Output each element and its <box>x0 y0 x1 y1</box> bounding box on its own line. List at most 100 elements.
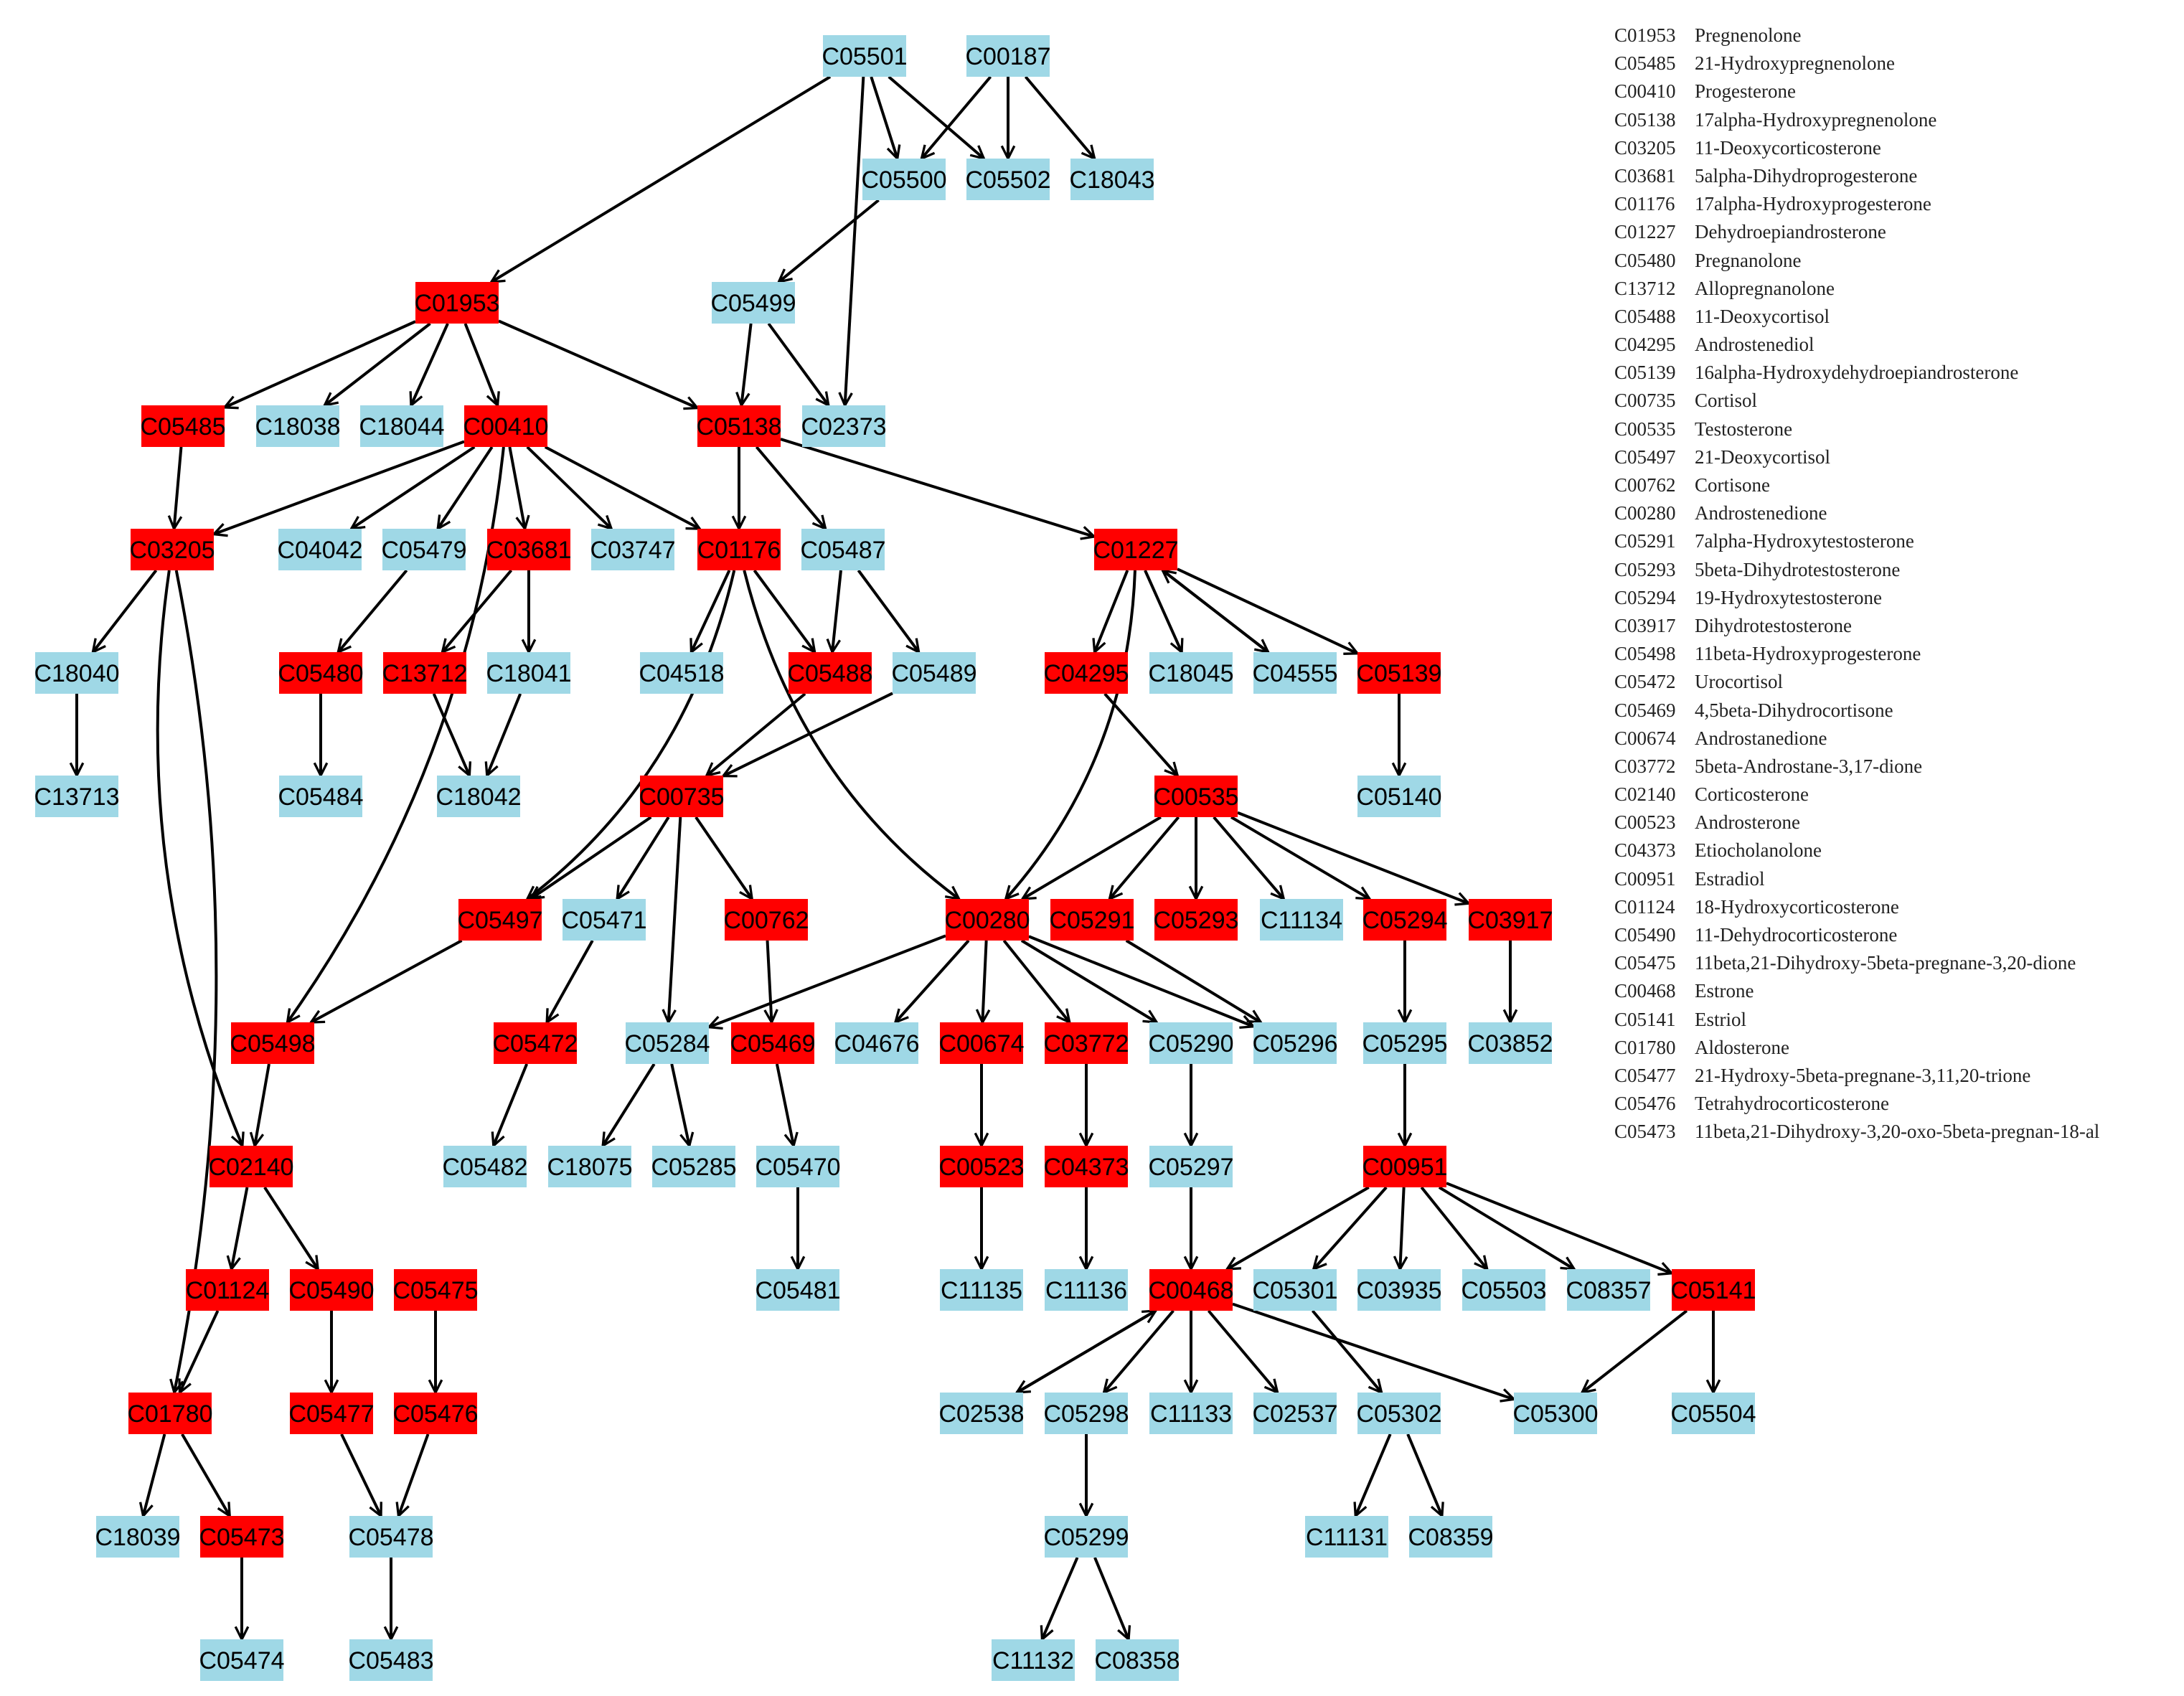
node-C18039[interactable]: C18039 <box>95 1516 181 1558</box>
node-C05477[interactable]: C05477 <box>288 1393 375 1434</box>
node-C03917[interactable]: C03917 <box>1467 899 1553 941</box>
node-C03205[interactable]: C03205 <box>129 529 215 570</box>
node-C05301[interactable]: C05301 <box>1252 1269 1338 1311</box>
node-C05141[interactable]: C05141 <box>1670 1269 1756 1311</box>
node-C05296[interactable]: C05296 <box>1252 1022 1338 1064</box>
node-C05500[interactable]: C05500 <box>861 159 947 200</box>
node-C05140[interactable]: C05140 <box>1356 776 1442 817</box>
node-C05469[interactable]: C05469 <box>730 1022 816 1064</box>
node-C13712[interactable]: C13712 <box>382 652 468 694</box>
node-C18043[interactable]: C18043 <box>1069 159 1155 200</box>
node-C05294[interactable]: C05294 <box>1362 899 1448 941</box>
node-C01953[interactable]: C01953 <box>414 282 500 324</box>
node-C05503[interactable]: C05503 <box>1461 1269 1547 1311</box>
node-C03681[interactable]: C03681 <box>486 529 572 570</box>
node-C01227[interactable]: C01227 <box>1093 529 1179 570</box>
node-C11131[interactable]: C11131 <box>1305 1516 1388 1558</box>
node-C05499[interactable]: C05499 <box>710 282 796 324</box>
node-C00951[interactable]: C00951 <box>1362 1146 1448 1187</box>
node-C05290[interactable]: C05290 <box>1148 1022 1234 1064</box>
node-C04555[interactable]: C04555 <box>1252 652 1338 694</box>
node-C05293[interactable]: C05293 <box>1153 899 1239 941</box>
node-C00280[interactable]: C00280 <box>944 899 1030 941</box>
node-C05485[interactable]: C05485 <box>140 405 226 447</box>
node-C05483[interactable]: C05483 <box>348 1639 434 1681</box>
node-C05471[interactable]: C05471 <box>561 899 647 941</box>
node-C02140[interactable]: C02140 <box>208 1146 294 1187</box>
node-C04676[interactable]: C04676 <box>834 1022 920 1064</box>
node-C18042[interactable]: C18042 <box>436 776 522 817</box>
node-C05472[interactable]: C05472 <box>492 1022 578 1064</box>
node-C01124[interactable]: C01124 <box>186 1269 270 1311</box>
node-C05480[interactable]: C05480 <box>278 652 364 694</box>
node-C18045[interactable]: C18045 <box>1148 652 1234 694</box>
node-C05297[interactable]: C05297 <box>1148 1146 1234 1187</box>
node-C01176[interactable]: C01176 <box>697 529 781 570</box>
node-C11134[interactable]: C11134 <box>1260 899 1343 941</box>
node-C05138[interactable]: C05138 <box>696 405 782 447</box>
node-C01780[interactable]: C01780 <box>127 1393 213 1434</box>
node-C00535[interactable]: C00535 <box>1153 776 1239 817</box>
node-C04518[interactable]: C04518 <box>639 652 725 694</box>
node-C05488[interactable]: C05488 <box>787 652 873 694</box>
node-C05291[interactable]: C05291 <box>1049 899 1135 941</box>
node-C05482[interactable]: C05482 <box>442 1146 528 1187</box>
node-C05139[interactable]: C05139 <box>1356 652 1442 694</box>
node-C05498[interactable]: C05498 <box>230 1022 316 1064</box>
node-C05298[interactable]: C05298 <box>1043 1393 1129 1434</box>
node-C18075[interactable]: C18075 <box>547 1146 633 1187</box>
node-C00523[interactable]: C00523 <box>938 1146 1025 1187</box>
node-C18041[interactable]: C18041 <box>486 652 572 694</box>
node-C05475[interactable]: C05475 <box>392 1269 479 1311</box>
node-C00762[interactable]: C00762 <box>723 899 809 941</box>
node-C05300[interactable]: C05300 <box>1512 1393 1599 1434</box>
node-C05489[interactable]: C05489 <box>891 652 977 694</box>
node-C05285[interactable]: C05285 <box>651 1146 737 1187</box>
node-C08358[interactable]: C08358 <box>1094 1639 1180 1681</box>
node-C03772[interactable]: C03772 <box>1043 1022 1129 1064</box>
node-C18040[interactable]: C18040 <box>34 652 120 694</box>
node-C11132[interactable]: C11132 <box>992 1639 1075 1681</box>
node-C05487[interactable]: C05487 <box>800 529 886 570</box>
node-C08357[interactable]: C08357 <box>1566 1269 1652 1311</box>
node-C02373[interactable]: C02373 <box>801 405 887 447</box>
node-C00674[interactable]: C00674 <box>938 1022 1025 1064</box>
node-C05479[interactable]: C05479 <box>381 529 467 570</box>
node-C02538[interactable]: C02538 <box>938 1393 1025 1434</box>
edge-C01953-to-C18038 <box>324 322 431 405</box>
node-C00468[interactable]: C00468 <box>1148 1269 1234 1311</box>
node-C05474[interactable]: C05474 <box>199 1639 285 1681</box>
node-C18044[interactable]: C18044 <box>359 405 445 447</box>
node-C02537[interactable]: C02537 <box>1252 1393 1338 1434</box>
node-C05490[interactable]: C05490 <box>288 1269 375 1311</box>
node-C05284[interactable]: C05284 <box>624 1022 710 1064</box>
node-C05497[interactable]: C05497 <box>457 899 543 941</box>
node-C11136[interactable]: C11136 <box>1045 1269 1128 1311</box>
node-C00187[interactable]: C00187 <box>965 35 1051 77</box>
node-C05470[interactable]: C05470 <box>755 1146 841 1187</box>
node-C05502[interactable]: C05502 <box>965 159 1051 200</box>
node-C03852[interactable]: C03852 <box>1467 1022 1553 1064</box>
node-C03747[interactable]: C03747 <box>590 529 676 570</box>
node-C18038[interactable]: C18038 <box>255 405 341 447</box>
node-C13713[interactable]: C13713 <box>34 776 120 817</box>
node-C00735[interactable]: C00735 <box>639 776 725 817</box>
node-C05299[interactable]: C05299 <box>1043 1516 1129 1558</box>
node-C05473[interactable]: C05473 <box>199 1516 285 1558</box>
node-C04373[interactable]: C04373 <box>1043 1146 1129 1187</box>
node-C04042[interactable]: C04042 <box>277 529 363 570</box>
node-C03935[interactable]: C03935 <box>1356 1269 1442 1311</box>
node-C00410[interactable]: C00410 <box>463 405 549 447</box>
node-C11135[interactable]: C11135 <box>940 1269 1023 1311</box>
node-C04295[interactable]: C04295 <box>1043 652 1129 694</box>
node-C05295[interactable]: C05295 <box>1362 1022 1448 1064</box>
node-C11133[interactable]: C11133 <box>1149 1393 1233 1434</box>
node-C05302[interactable]: C05302 <box>1356 1393 1442 1434</box>
node-C08359[interactable]: C08359 <box>1408 1516 1494 1558</box>
node-C05484[interactable]: C05484 <box>278 776 364 817</box>
node-C05476[interactable]: C05476 <box>392 1393 479 1434</box>
node-C05478[interactable]: C05478 <box>348 1516 434 1558</box>
node-C05501[interactable]: C05501 <box>822 35 908 77</box>
node-C05481[interactable]: C05481 <box>755 1269 841 1311</box>
node-C05504[interactable]: C05504 <box>1670 1393 1756 1434</box>
